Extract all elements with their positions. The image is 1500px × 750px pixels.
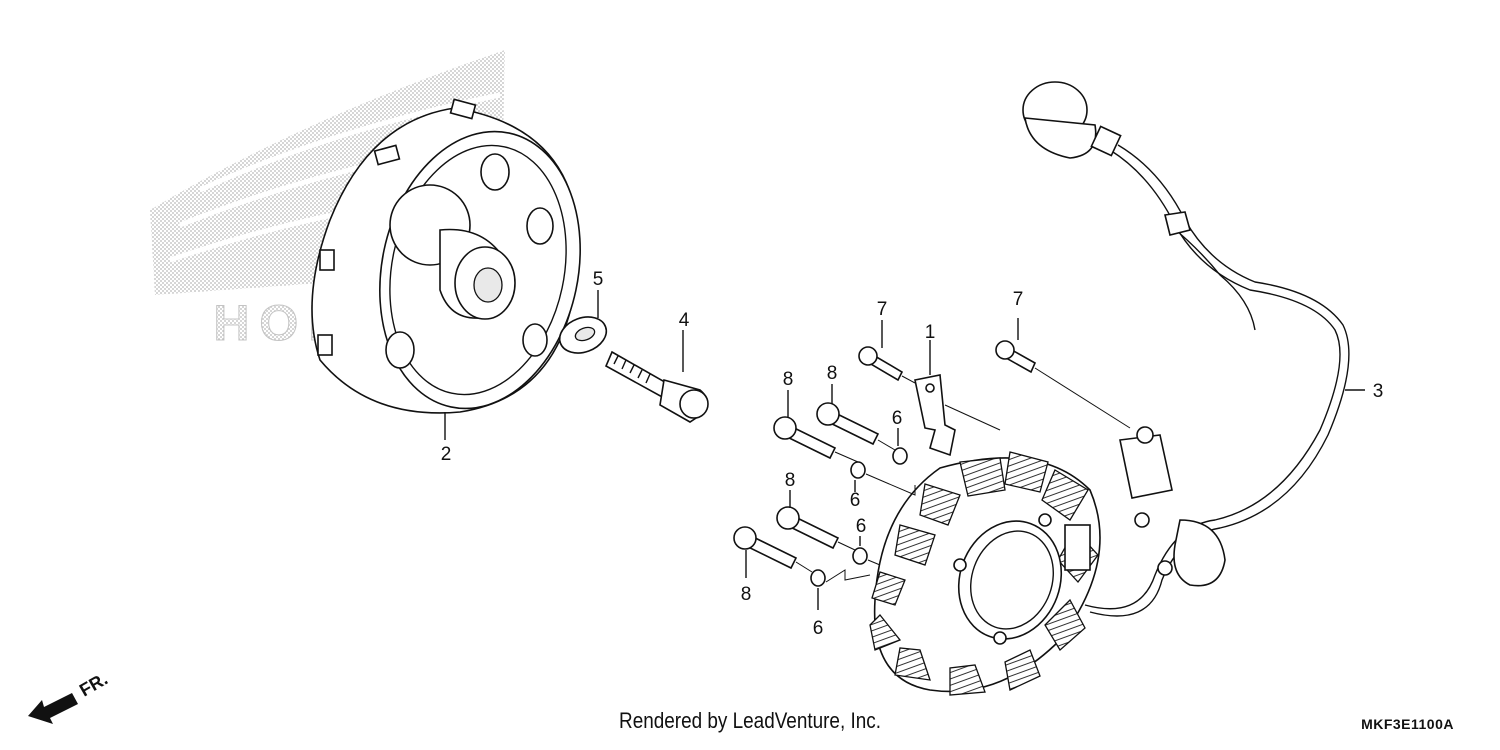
callout-1: 1 <box>925 322 936 343</box>
flywheel-rotor <box>311 98 581 440</box>
wire-harness <box>1022 81 1365 617</box>
washer-6-b <box>850 461 866 492</box>
assembly-guide-lines <box>795 367 1131 583</box>
washer-6-c <box>852 536 868 565</box>
diagram-code: MKF3E1100A <box>1361 716 1454 732</box>
callout-5: 5 <box>593 269 604 290</box>
callout-7a: 7 <box>877 299 888 320</box>
stator-coil-assembly <box>869 451 1101 696</box>
callout-2: 2 <box>441 444 452 465</box>
bolt-7-left <box>858 320 904 382</box>
washer-6-d <box>810 569 826 610</box>
front-indicator-label: FR. <box>76 669 111 701</box>
flywheel-bolt <box>604 330 709 423</box>
callout-6d: 6 <box>813 618 824 639</box>
washer <box>558 290 608 354</box>
callout-8b: 8 <box>827 363 838 384</box>
callouts: 1 2 3 4 5 6 6 6 6 7 7 8 8 8 8 <box>441 269 1384 639</box>
callout-3: 3 <box>1373 381 1384 402</box>
callout-6c: 6 <box>856 516 867 537</box>
render-credit: Rendered by LeadVenture, Inc. <box>619 708 881 733</box>
bolt-8-d <box>733 526 798 578</box>
bolt-8-b <box>816 384 880 446</box>
callout-6b: 6 <box>850 490 861 511</box>
front-direction-arrow: FR. <box>28 669 111 724</box>
bolt-8-c <box>776 490 840 550</box>
callout-8d: 8 <box>741 584 752 605</box>
callout-8c: 8 <box>785 470 796 491</box>
washer-6-a <box>892 428 908 465</box>
bolt-8-a <box>773 390 837 460</box>
callout-4: 4 <box>679 310 690 331</box>
harness-clamp <box>914 340 956 457</box>
callout-7b: 7 <box>1013 289 1024 310</box>
callout-8a: 8 <box>783 369 794 390</box>
arrow-left-icon <box>28 693 78 724</box>
callout-6a: 6 <box>892 408 903 429</box>
bolt-7-right <box>995 318 1037 374</box>
